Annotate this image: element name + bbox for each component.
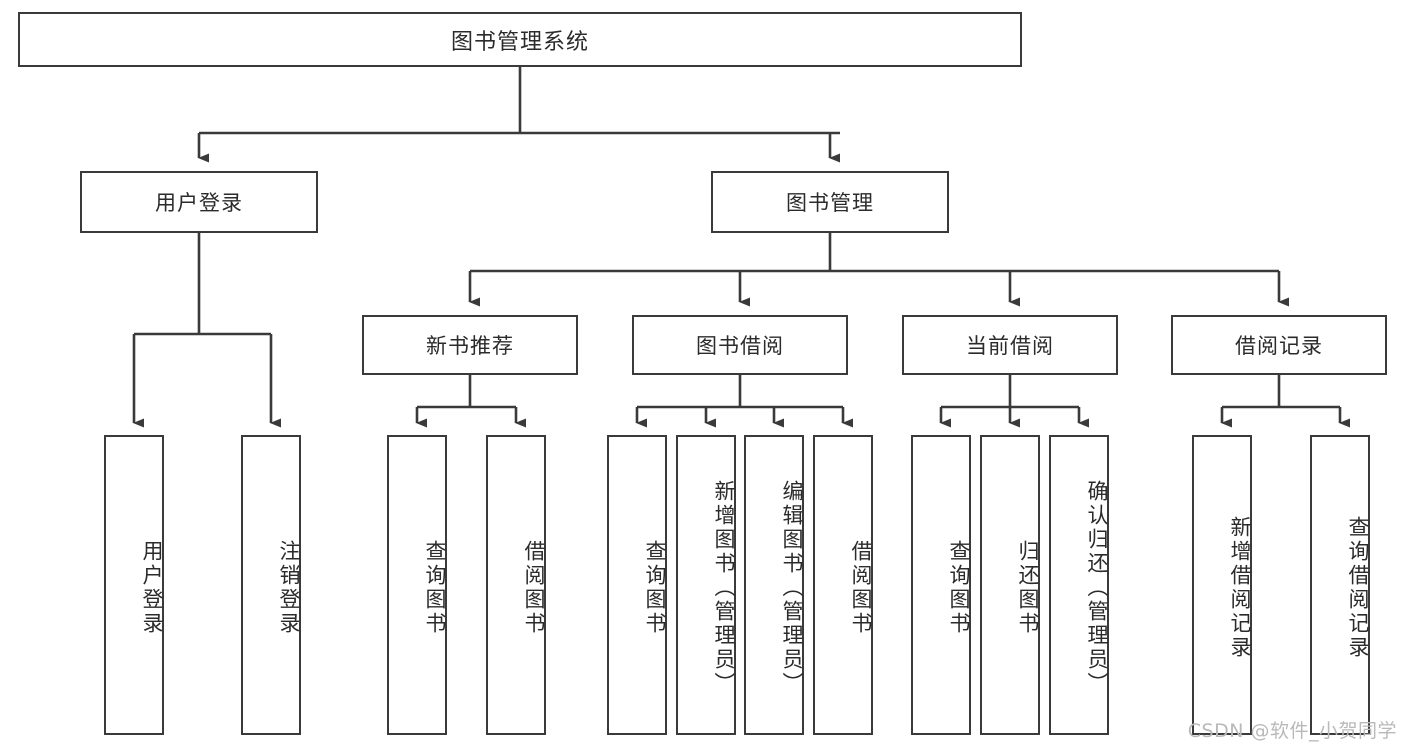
node-leaf-user-login[interactable]: 用户登录: [104, 435, 164, 735]
node-new-book-rec-label: 新书推荐: [426, 334, 514, 358]
node-leaf-query-record[interactable]: 查询借阅记录: [1310, 435, 1370, 735]
node-leaf-return-book-label: 归还图书: [1016, 540, 1040, 636]
node-leaf-logout[interactable]: 注销登录: [241, 435, 301, 735]
node-leaf-query-book-1[interactable]: 查询图书: [387, 435, 447, 735]
node-leaf-add-book[interactable]: 新增图书（管理员）: [676, 435, 736, 735]
node-book-manage-label: 图书管理: [786, 191, 874, 215]
node-leaf-add-record-label: 新增借阅记录: [1228, 516, 1252, 660]
node-leaf-query-book-2-label: 查询图书: [643, 540, 667, 636]
node-root-label: 图书管理系统: [450, 29, 589, 55]
csdn-watermark: CSDN @软件_小贺同学: [1187, 720, 1397, 742]
node-root[interactable]: 图书管理系统: [18, 12, 1022, 67]
node-book-borrow[interactable]: 图书借阅: [632, 315, 848, 375]
node-borrow-record-label: 借阅记录: [1235, 334, 1323, 358]
node-leaf-confirm-return-label: 确认归还（管理员）: [1085, 480, 1109, 696]
node-leaf-edit-book[interactable]: 编辑图书（管理员）: [744, 435, 804, 735]
node-leaf-add-book-label: 新增图书（管理员）: [712, 480, 736, 696]
node-leaf-user-login-label: 用户登录: [140, 540, 164, 636]
node-current-borrow[interactable]: 当前借阅: [902, 315, 1118, 375]
node-leaf-query-book-2[interactable]: 查询图书: [607, 435, 667, 735]
node-leaf-query-book-3[interactable]: 查询图书: [911, 435, 971, 735]
node-leaf-query-book-1-label: 查询图书: [423, 540, 447, 636]
node-borrow-record[interactable]: 借阅记录: [1171, 315, 1387, 375]
node-leaf-edit-book-label: 编辑图书（管理员）: [780, 480, 804, 696]
node-leaf-logout-label: 注销登录: [277, 540, 301, 636]
node-leaf-borrow-book-1-label: 借阅图书: [522, 540, 546, 636]
node-book-manage[interactable]: 图书管理: [711, 171, 949, 233]
node-user-login[interactable]: 用户登录: [80, 171, 318, 233]
node-current-borrow-label: 当前借阅: [966, 334, 1054, 358]
node-new-book-rec[interactable]: 新书推荐: [362, 315, 578, 375]
node-leaf-return-book[interactable]: 归还图书: [980, 435, 1040, 735]
node-leaf-borrow-book-2[interactable]: 借阅图书: [813, 435, 873, 735]
node-leaf-borrow-book-2-label: 借阅图书: [849, 540, 873, 636]
node-leaf-add-record[interactable]: 新增借阅记录: [1192, 435, 1252, 735]
node-user-login-label: 用户登录: [155, 191, 243, 215]
node-leaf-query-record-label: 查询借阅记录: [1346, 516, 1370, 660]
node-book-borrow-label: 图书借阅: [696, 334, 784, 358]
node-leaf-confirm-return[interactable]: 确认归还（管理员）: [1049, 435, 1109, 735]
node-leaf-borrow-book-1[interactable]: 借阅图书: [486, 435, 546, 735]
node-leaf-query-book-3-label: 查询图书: [947, 540, 971, 636]
